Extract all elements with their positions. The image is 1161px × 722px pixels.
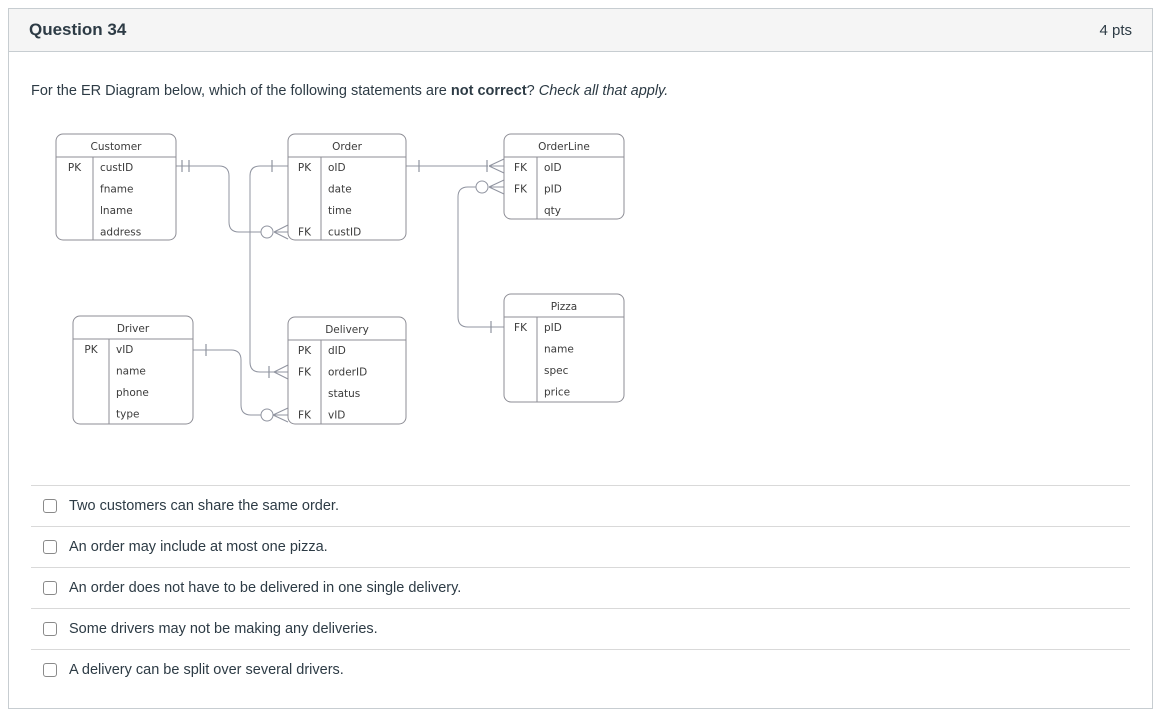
entity-customer-attr-custID: custID bbox=[100, 162, 133, 174]
entity-pizza-attr-pID: pID bbox=[544, 322, 562, 334]
crow-foot-many bbox=[488, 179, 505, 188]
question-text: For the ER Diagram below, which of the f… bbox=[31, 82, 1130, 102]
cardinality-zero-circle bbox=[260, 408, 274, 422]
entity-driver-key-vID: PK bbox=[84, 344, 98, 356]
option-checkbox-1[interactable] bbox=[43, 499, 57, 514]
entity-customer-attr-lname: lname bbox=[100, 205, 133, 217]
question-text-italic: Check all that apply. bbox=[538, 83, 669, 99]
entity-driver-attr-phone: phone bbox=[116, 387, 149, 399]
option-checkbox-5[interactable] bbox=[43, 663, 57, 678]
question-text-bold: not correct bbox=[450, 83, 527, 99]
entity-pizza-key-pID: FK bbox=[514, 322, 528, 334]
entity-delivery-attr-vID: vID bbox=[328, 409, 345, 421]
entity-pizza-box bbox=[503, 293, 625, 403]
entity-delivery-title: Delivery bbox=[325, 324, 369, 336]
entity-delivery-attr-status: status bbox=[328, 388, 360, 400]
entity-pizza-attr-price: price bbox=[544, 386, 570, 398]
entity-driver-attr-name: name bbox=[116, 365, 146, 377]
entity-delivery-key-vID: FK bbox=[298, 409, 312, 421]
entity-delivery-attr-dID: dID bbox=[328, 345, 346, 357]
entity-pizza-title: Pizza bbox=[551, 301, 577, 313]
entity-orderline-attr-oID: oID bbox=[544, 162, 562, 174]
relationship-line bbox=[457, 186, 504, 328]
option-label-5[interactable]: A delivery can be split over several dri… bbox=[69, 661, 344, 678]
entity-driver-attr-vID: vID bbox=[116, 344, 133, 356]
crow-foot-many bbox=[273, 364, 289, 373]
entity-orderline-key-oID: FK bbox=[514, 162, 528, 174]
entity-order-title: Order bbox=[332, 141, 363, 153]
entity-customer-attr-address: address bbox=[100, 226, 141, 238]
cardinality-zero-circle bbox=[475, 180, 489, 194]
entity-driver-title: Driver bbox=[117, 323, 150, 335]
question-card: Question 34 4 pts For the ER Diagram bel… bbox=[8, 8, 1153, 709]
question-header: Question 34 4 pts bbox=[9, 9, 1152, 52]
relationship-line bbox=[176, 165, 273, 233]
question-title: Question 34 bbox=[29, 20, 127, 39]
crow-foot-many bbox=[273, 371, 289, 380]
option-checkbox-4[interactable] bbox=[43, 622, 57, 637]
entity-orderline-key-pID: FK bbox=[514, 183, 528, 195]
entity-delivery-box bbox=[287, 316, 407, 425]
question-body: For the ER Diagram below, which of the f… bbox=[9, 52, 1152, 708]
option-label-1[interactable]: Two customers can share the same order. bbox=[69, 497, 339, 514]
entity-order-key-custID: FK bbox=[298, 226, 312, 238]
entity-order-key-oID: PK bbox=[298, 162, 312, 174]
question-points: 4 pts bbox=[1099, 21, 1132, 39]
entity-order-attr-oID: oID bbox=[328, 162, 346, 174]
entity-customer-key-custID: PK bbox=[68, 162, 82, 174]
entity-pizza-attr-spec: spec bbox=[544, 365, 569, 377]
entity-driver-box bbox=[72, 315, 194, 425]
entity-orderline-box bbox=[503, 133, 625, 220]
crow-foot-many bbox=[488, 165, 505, 174]
entity-customer-title: Customer bbox=[90, 141, 142, 153]
relationship-line bbox=[249, 165, 288, 373]
option-label-4[interactable]: Some drivers may not be making any deliv… bbox=[69, 620, 378, 637]
entity-orderline-title: OrderLine bbox=[538, 141, 590, 153]
crow-foot-many bbox=[273, 231, 289, 240]
entity-delivery-key-orderID: FK bbox=[298, 366, 312, 378]
option-label-3[interactable]: An order does not have to be delivered i… bbox=[69, 579, 462, 596]
entity-order-attr-custID: custID bbox=[328, 226, 361, 238]
answer-option-5[interactable]: A delivery can be split over several dri… bbox=[31, 648, 1130, 690]
cardinality-zero-circle bbox=[260, 225, 274, 239]
answer-option-3[interactable]: An order does not have to be delivered i… bbox=[31, 566, 1130, 608]
entity-customer-box bbox=[55, 133, 177, 241]
entity-delivery-attr-orderID: orderID bbox=[328, 366, 367, 378]
entity-order-attr-date: date bbox=[328, 183, 352, 195]
relationship-line bbox=[193, 349, 273, 416]
answer-option-1[interactable]: Two customers can share the same order. bbox=[31, 484, 1130, 526]
entity-customer-attr-fname: fname bbox=[100, 183, 133, 195]
entity-delivery-key-dID: PK bbox=[298, 345, 312, 357]
entity-orderline-attr-qty: qty bbox=[544, 205, 561, 217]
entity-driver-attr-type: type bbox=[116, 408, 139, 420]
answer-option-2[interactable]: An order may include at most one pizza. bbox=[31, 525, 1130, 567]
question-text-prefix: For the ER Diagram below, which of the f… bbox=[31, 83, 451, 99]
entity-order-attr-time: time bbox=[328, 205, 352, 217]
entity-orderline-attr-pID: pID bbox=[544, 183, 562, 195]
crow-foot-many bbox=[488, 186, 505, 195]
entity-pizza-attr-name: name bbox=[544, 343, 574, 355]
crow-foot-many bbox=[272, 407, 289, 416]
answer-option-4[interactable]: Some drivers may not be making any deliv… bbox=[31, 607, 1130, 649]
option-label-2[interactable]: An order may include at most one pizza. bbox=[69, 538, 328, 555]
entity-order-box bbox=[287, 133, 407, 241]
crow-foot-many bbox=[273, 224, 289, 233]
crow-foot-many bbox=[272, 414, 289, 423]
option-checkbox-3[interactable] bbox=[43, 581, 57, 596]
crow-foot-many bbox=[488, 158, 505, 167]
option-checkbox-2[interactable] bbox=[43, 540, 57, 555]
answer-options: Two customers can share the same order. … bbox=[31, 484, 1130, 690]
question-text-separator: ? bbox=[526, 83, 539, 99]
